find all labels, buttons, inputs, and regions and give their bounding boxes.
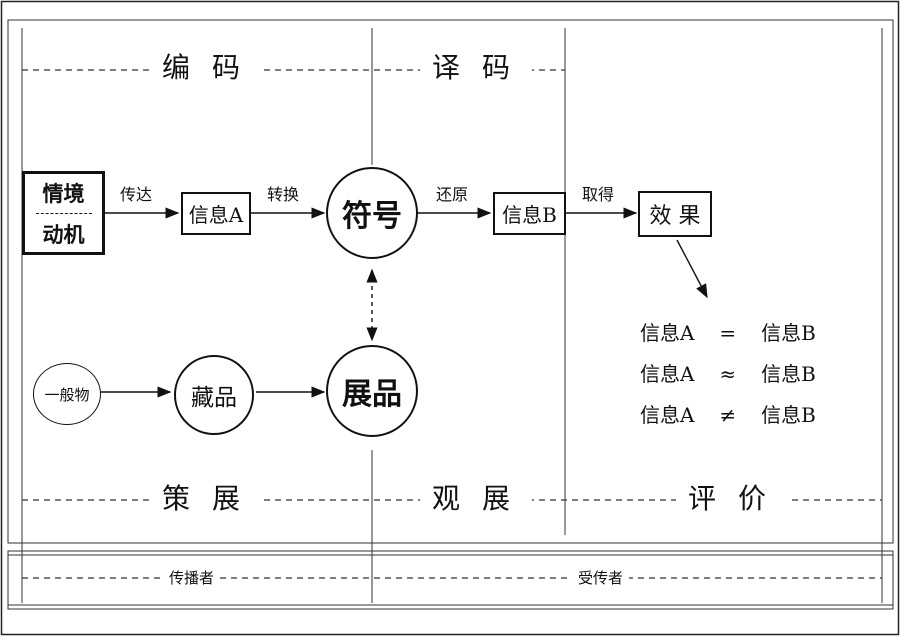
info-a-label: 信息A [188, 203, 244, 227]
info-b-label: 信息B [502, 203, 557, 227]
symbol-circle: 符号 [326, 167, 418, 259]
general-object-circle: 一般物 [33, 363, 101, 425]
footer-receiver: 受传者 [572, 571, 630, 586]
band-evaluate: 评价 [676, 485, 789, 513]
effect-box: 效 果 [638, 191, 712, 237]
footer-sender: 传播者 [163, 571, 221, 586]
exhibit-circle: 展品 [326, 345, 418, 437]
info-b-box: 信息B [493, 192, 566, 235]
outcome-right: 信息B [761, 403, 816, 427]
general-object-label: 一般物 [44, 385, 90, 404]
outcome-row: 信息A = 信息B [640, 323, 816, 343]
band-decode: 译码 [420, 54, 533, 82]
outcome-op: ≠ [719, 403, 737, 427]
outcome-row: 信息A ≈ 信息B [640, 364, 816, 384]
effect-label: 效 果 [649, 204, 701, 229]
arrow-effect-outcomes [676, 239, 708, 299]
outcome-op: = [719, 321, 737, 345]
outcome-left: 信息A [640, 321, 695, 345]
band-curate: 策展 [150, 485, 263, 513]
label-restore: 还原 [434, 185, 471, 204]
outcome-op: ≈ [719, 362, 737, 386]
symbol-label: 符号 [342, 199, 402, 234]
context-label: 情境 [42, 180, 85, 206]
context-motive-box: 情境 动机 [22, 171, 105, 255]
collection-circle: 藏品 [174, 355, 254, 435]
label-obtain: 取得 [580, 185, 617, 204]
exhibit-label: 展品 [342, 377, 402, 412]
label-convert: 转换 [265, 185, 302, 204]
outcome-right: 信息B [761, 362, 816, 386]
main-frame [7, 19, 894, 544]
outcome-right: 信息B [761, 321, 816, 345]
outcome-row: 信息A ≠ 信息B [640, 405, 816, 425]
collection-label: 藏品 [191, 385, 237, 411]
outcome-left: 信息A [640, 362, 695, 386]
outcome-left: 信息A [640, 403, 695, 427]
motive-label: 动机 [42, 221, 85, 247]
band-view: 观展 [420, 485, 533, 513]
label-convey: 传达 [118, 185, 155, 204]
band-encode: 编码 [150, 54, 263, 82]
footer-frame [7, 550, 894, 610]
info-a-box: 信息A [181, 192, 251, 235]
